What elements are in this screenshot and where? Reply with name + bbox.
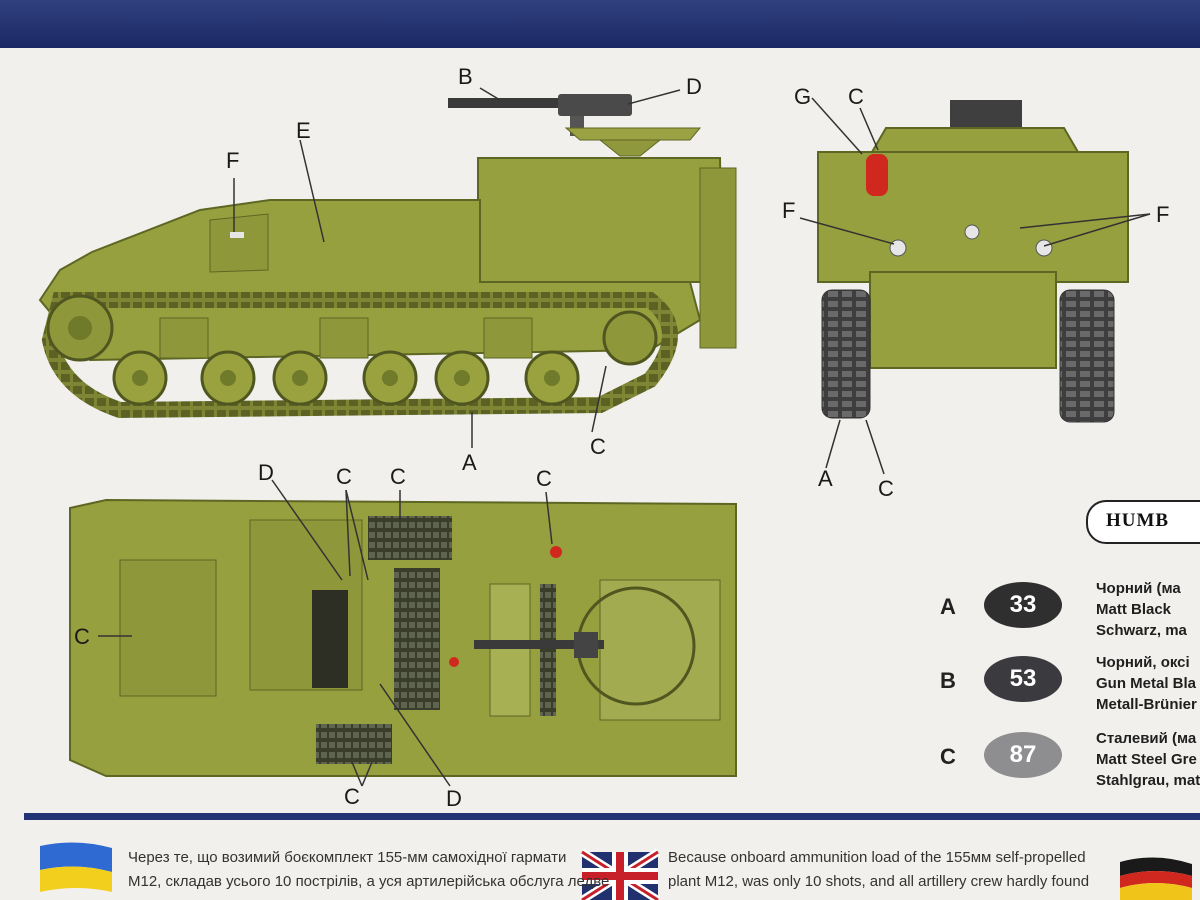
fire-extinguisher [866,154,888,196]
rear-label-c-bottom: C [878,476,894,501]
paint-letter: A [940,594,956,619]
paint-names: Чорний, оксі Gun Metal Bla Metall-Brünie… [1096,652,1197,715]
top-blue-band [0,0,1200,48]
paint-letter: B [940,668,956,693]
top-label-c-3: C [536,466,552,491]
machine-gun-barrel [448,98,560,108]
brand-name: HUMB [1106,510,1170,531]
paint-name-english: Gun Metal Bla [1096,675,1197,692]
paint-name-english: Matt Steel Gre [1096,751,1197,768]
brand-badge: HUMB [1086,500,1200,544]
paint-name-ukrainian: Сталевий (ма [1096,730,1197,747]
side-label-a: A [462,450,477,475]
paint-legend-row-b: B 53 Чорний, оксі Gun Metal Bla Metall-B… [940,652,1200,715]
rear-hull [817,151,1129,283]
paint-name-german: Metall-Brünier [1096,696,1197,713]
top-label-d-bottom: D [446,786,462,811]
paint-chip: 87 [984,732,1062,778]
top-label-c-bottom: C [344,784,360,809]
paint-name-german: Stahlgrau, mat [1096,772,1200,789]
paint-legend-row-c: C 87 Сталевий (ма Matt Steel Gre Stahlgr… [940,728,1200,791]
side-label-d: D [686,74,702,99]
english-text: Because onboard ammunition load of the 1… [668,846,1089,894]
rear-right-track [1059,289,1115,423]
rear-left-track [821,289,871,419]
paint-chip: 53 [984,656,1062,702]
paint-number: 53 [1009,665,1037,692]
paint-name-english: Matt Black [1096,601,1172,618]
side-label-c: C [590,434,606,459]
paint-name-ukrainian: Чорний, оксі [1096,654,1190,671]
side-label-e: E [296,118,311,143]
paint-number: 87 [1009,741,1037,768]
footer-divider [24,813,1200,820]
rear-label-f-left: F [782,198,796,223]
paint-names: Сталевий (ма Matt Steel Gre Stahlgrau, m… [1096,728,1200,791]
top-label-d-top: D [258,460,274,485]
ukrainian-text-line: М12, складав усього 10 пострілів, а уся … [128,873,610,890]
ukraine-flag-icon [40,842,112,892]
side-label-b: B [458,64,473,89]
rear-view [799,97,1151,475]
top-label-c-left: C [74,624,90,649]
rear-label-f-right: F [1156,202,1170,227]
top-label-c-1: C [336,464,352,489]
english-text-line: plant M12, was only 10 shots, and all ar… [668,873,1090,890]
paint-legend-row-a: A 33 Чорний (ма Matt Black Schwarz, ma [940,578,1200,641]
top-label-c-2: C [390,464,406,489]
paint-name-ukrainian: Чорний (ма [1096,580,1181,597]
paint-name-german: Schwarz, ma [1096,622,1187,639]
rear-label-g: G [794,84,812,109]
paint-letter: C [940,744,956,769]
machine-gun-body [558,94,632,116]
uk-flag-icon [579,848,661,900]
paint-number: 33 [1009,591,1037,618]
side-label-f: F [226,148,240,173]
rear-label-a: A [818,466,833,491]
paint-names: Чорний (ма Matt Black Schwarz, ma [1096,578,1187,641]
ukrainian-text: Через те, що возимий боєкомплект 155-мм … [128,846,609,894]
germany-flag-icon [1120,857,1192,900]
english-text-line: Because onboard ammunition load of the 1… [668,849,1086,866]
side-view [38,87,737,448]
top-view [69,479,737,787]
ukrainian-text-line: Через те, що возимий боєкомплект 155-мм … [128,849,567,866]
rear-label-c-top: C [848,84,864,109]
paint-chip: 33 [984,582,1062,628]
